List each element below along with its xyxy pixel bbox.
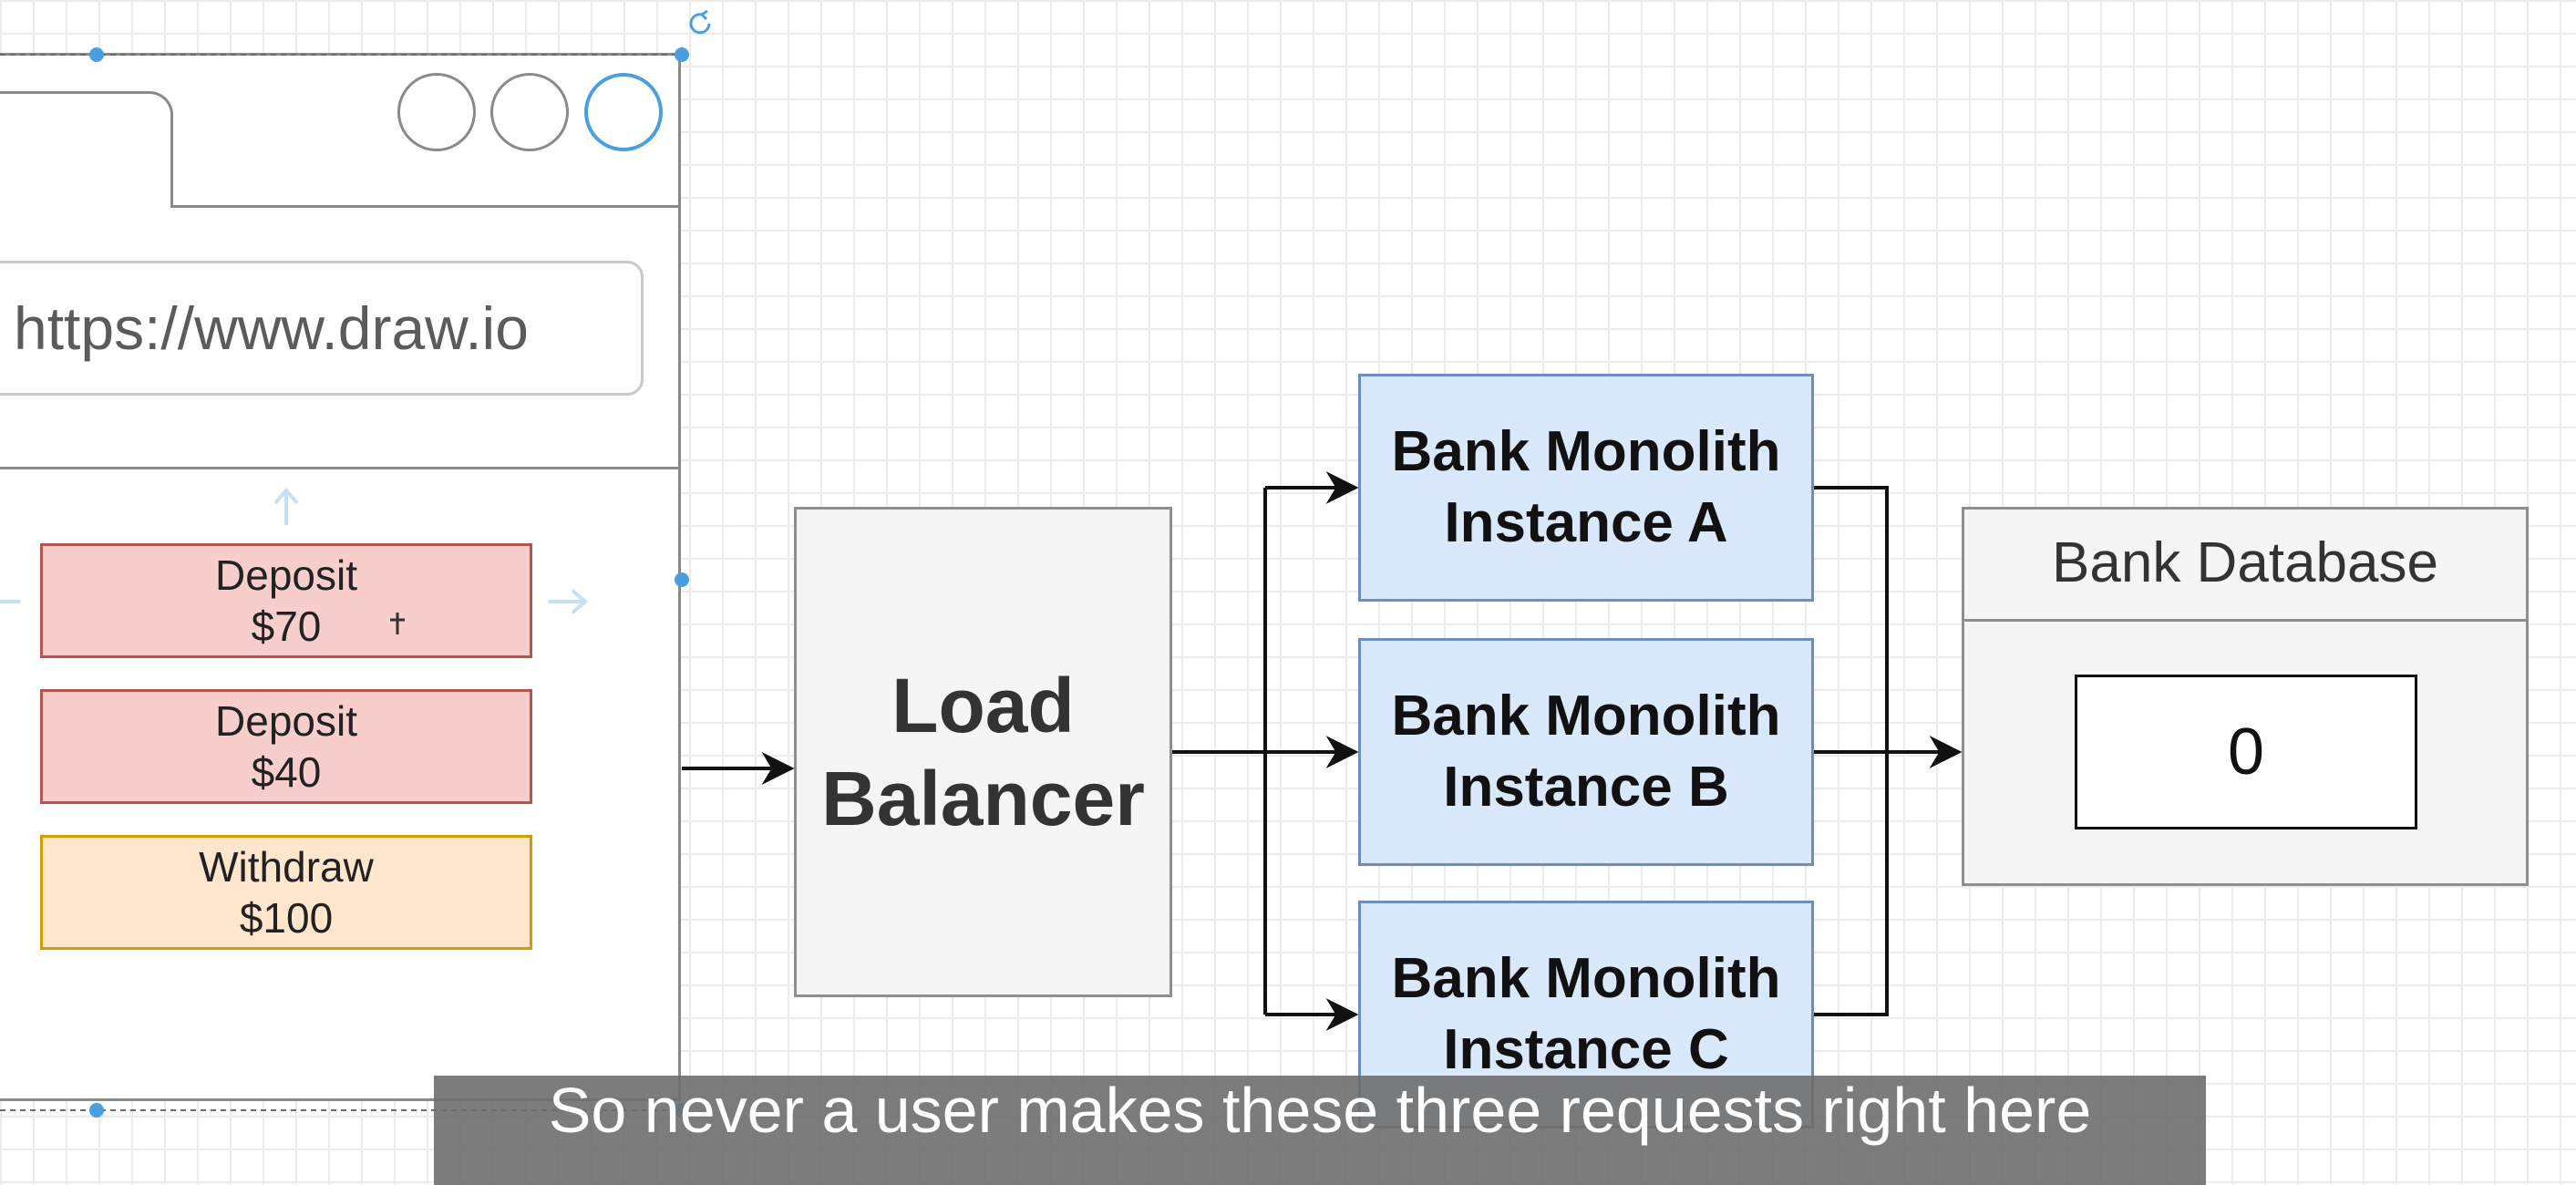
guide-arrow-up-icon [273, 487, 299, 525]
caption-text: So never a user makes these three reques… [548, 1075, 2092, 1146]
guide-arrow-right-icon [549, 589, 589, 614]
request-deposit-40[interactable]: Deposit $40 [40, 689, 532, 804]
request-deposit-70[interactable]: Deposit $70 [40, 543, 532, 658]
url-bar[interactable]: https://www.draw.io [0, 261, 644, 396]
browser-tab[interactable] [0, 91, 173, 208]
selection-handle-mid-right [675, 572, 689, 587]
selection-handle-top-left [89, 47, 104, 62]
window-control-circle-3[interactable] [584, 73, 663, 151]
selection-handle-top-right [675, 47, 689, 62]
window-control-circle-2[interactable] [490, 73, 569, 151]
bank-database-title: Bank Database [1962, 507, 2529, 622]
rotate-handle-icon [689, 9, 711, 35]
request-withdraw-100[interactable]: Withdraw $100 [40, 835, 532, 950]
diagram-connectors [0, 9, 1963, 1118]
move-cursor-icon [390, 613, 405, 634]
instance-b-box[interactable]: Bank Monolith Instance B [1358, 638, 1814, 866]
window-control-circle-1[interactable] [397, 73, 476, 151]
bank-database-value[interactable]: 0 [2075, 675, 2417, 830]
content-divider [0, 467, 681, 469]
tab-baseline [170, 205, 681, 208]
selection-handle-bottom-left [89, 1103, 104, 1118]
instance-a-box[interactable]: Bank Monolith Instance A [1358, 374, 1814, 602]
load-balancer-box[interactable]: Load Balancer [794, 507, 1172, 997]
